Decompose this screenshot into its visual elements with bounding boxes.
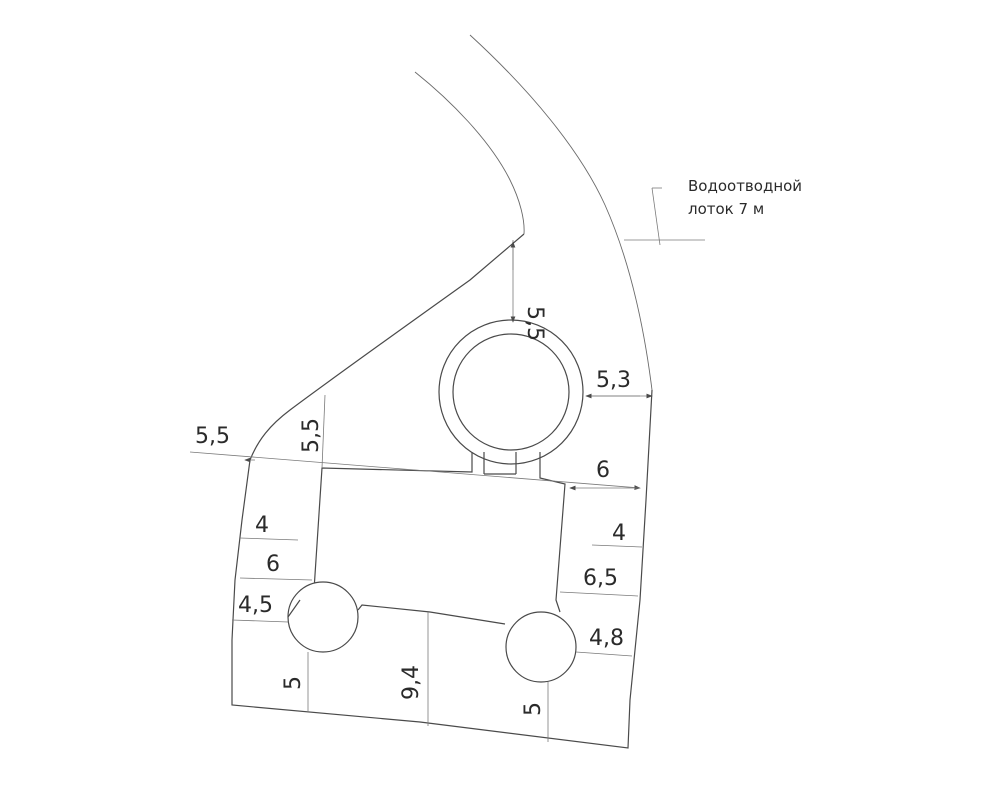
drainage-boundary <box>414 34 653 391</box>
dim-bottom-center: 9,4 <box>399 665 424 700</box>
dim-right-six-half: 6,5 <box>583 566 618 591</box>
dim-right-six: 6 <box>596 458 610 483</box>
dim-left-edge: 5,5 <box>195 424 230 449</box>
dim-bottom-right-five: 5 <box>521 702 546 716</box>
dim-right-top: 5,3 <box>596 368 631 393</box>
drainage-annotation: Водоотводной лоток 7 м <box>688 177 802 218</box>
dimension-lines <box>189 187 705 742</box>
site-outline <box>231 233 653 749</box>
annotation-line-2: лоток 7 м <box>688 200 764 218</box>
dim-left-six: 6 <box>266 552 280 577</box>
dim-right-four-eight: 4,8 <box>589 626 624 651</box>
annotation-line-1: Водоотводной <box>688 177 802 195</box>
dim-bottom-left-five: 5 <box>281 676 306 690</box>
dim-right-four: 4 <box>612 521 626 546</box>
building-footprint <box>287 319 584 683</box>
dim-left-vertical: 5,5 <box>299 418 324 453</box>
dim-left-four-half: 4,5 <box>238 593 273 618</box>
dimension-labels: 5,5 5,3 5,5 5,5 6 4 6 4,5 4 6,5 4,8 5 9,… <box>195 306 631 716</box>
dim-left-four: 4 <box>255 513 269 538</box>
dim-top-gap: 5,5 <box>522 306 547 341</box>
